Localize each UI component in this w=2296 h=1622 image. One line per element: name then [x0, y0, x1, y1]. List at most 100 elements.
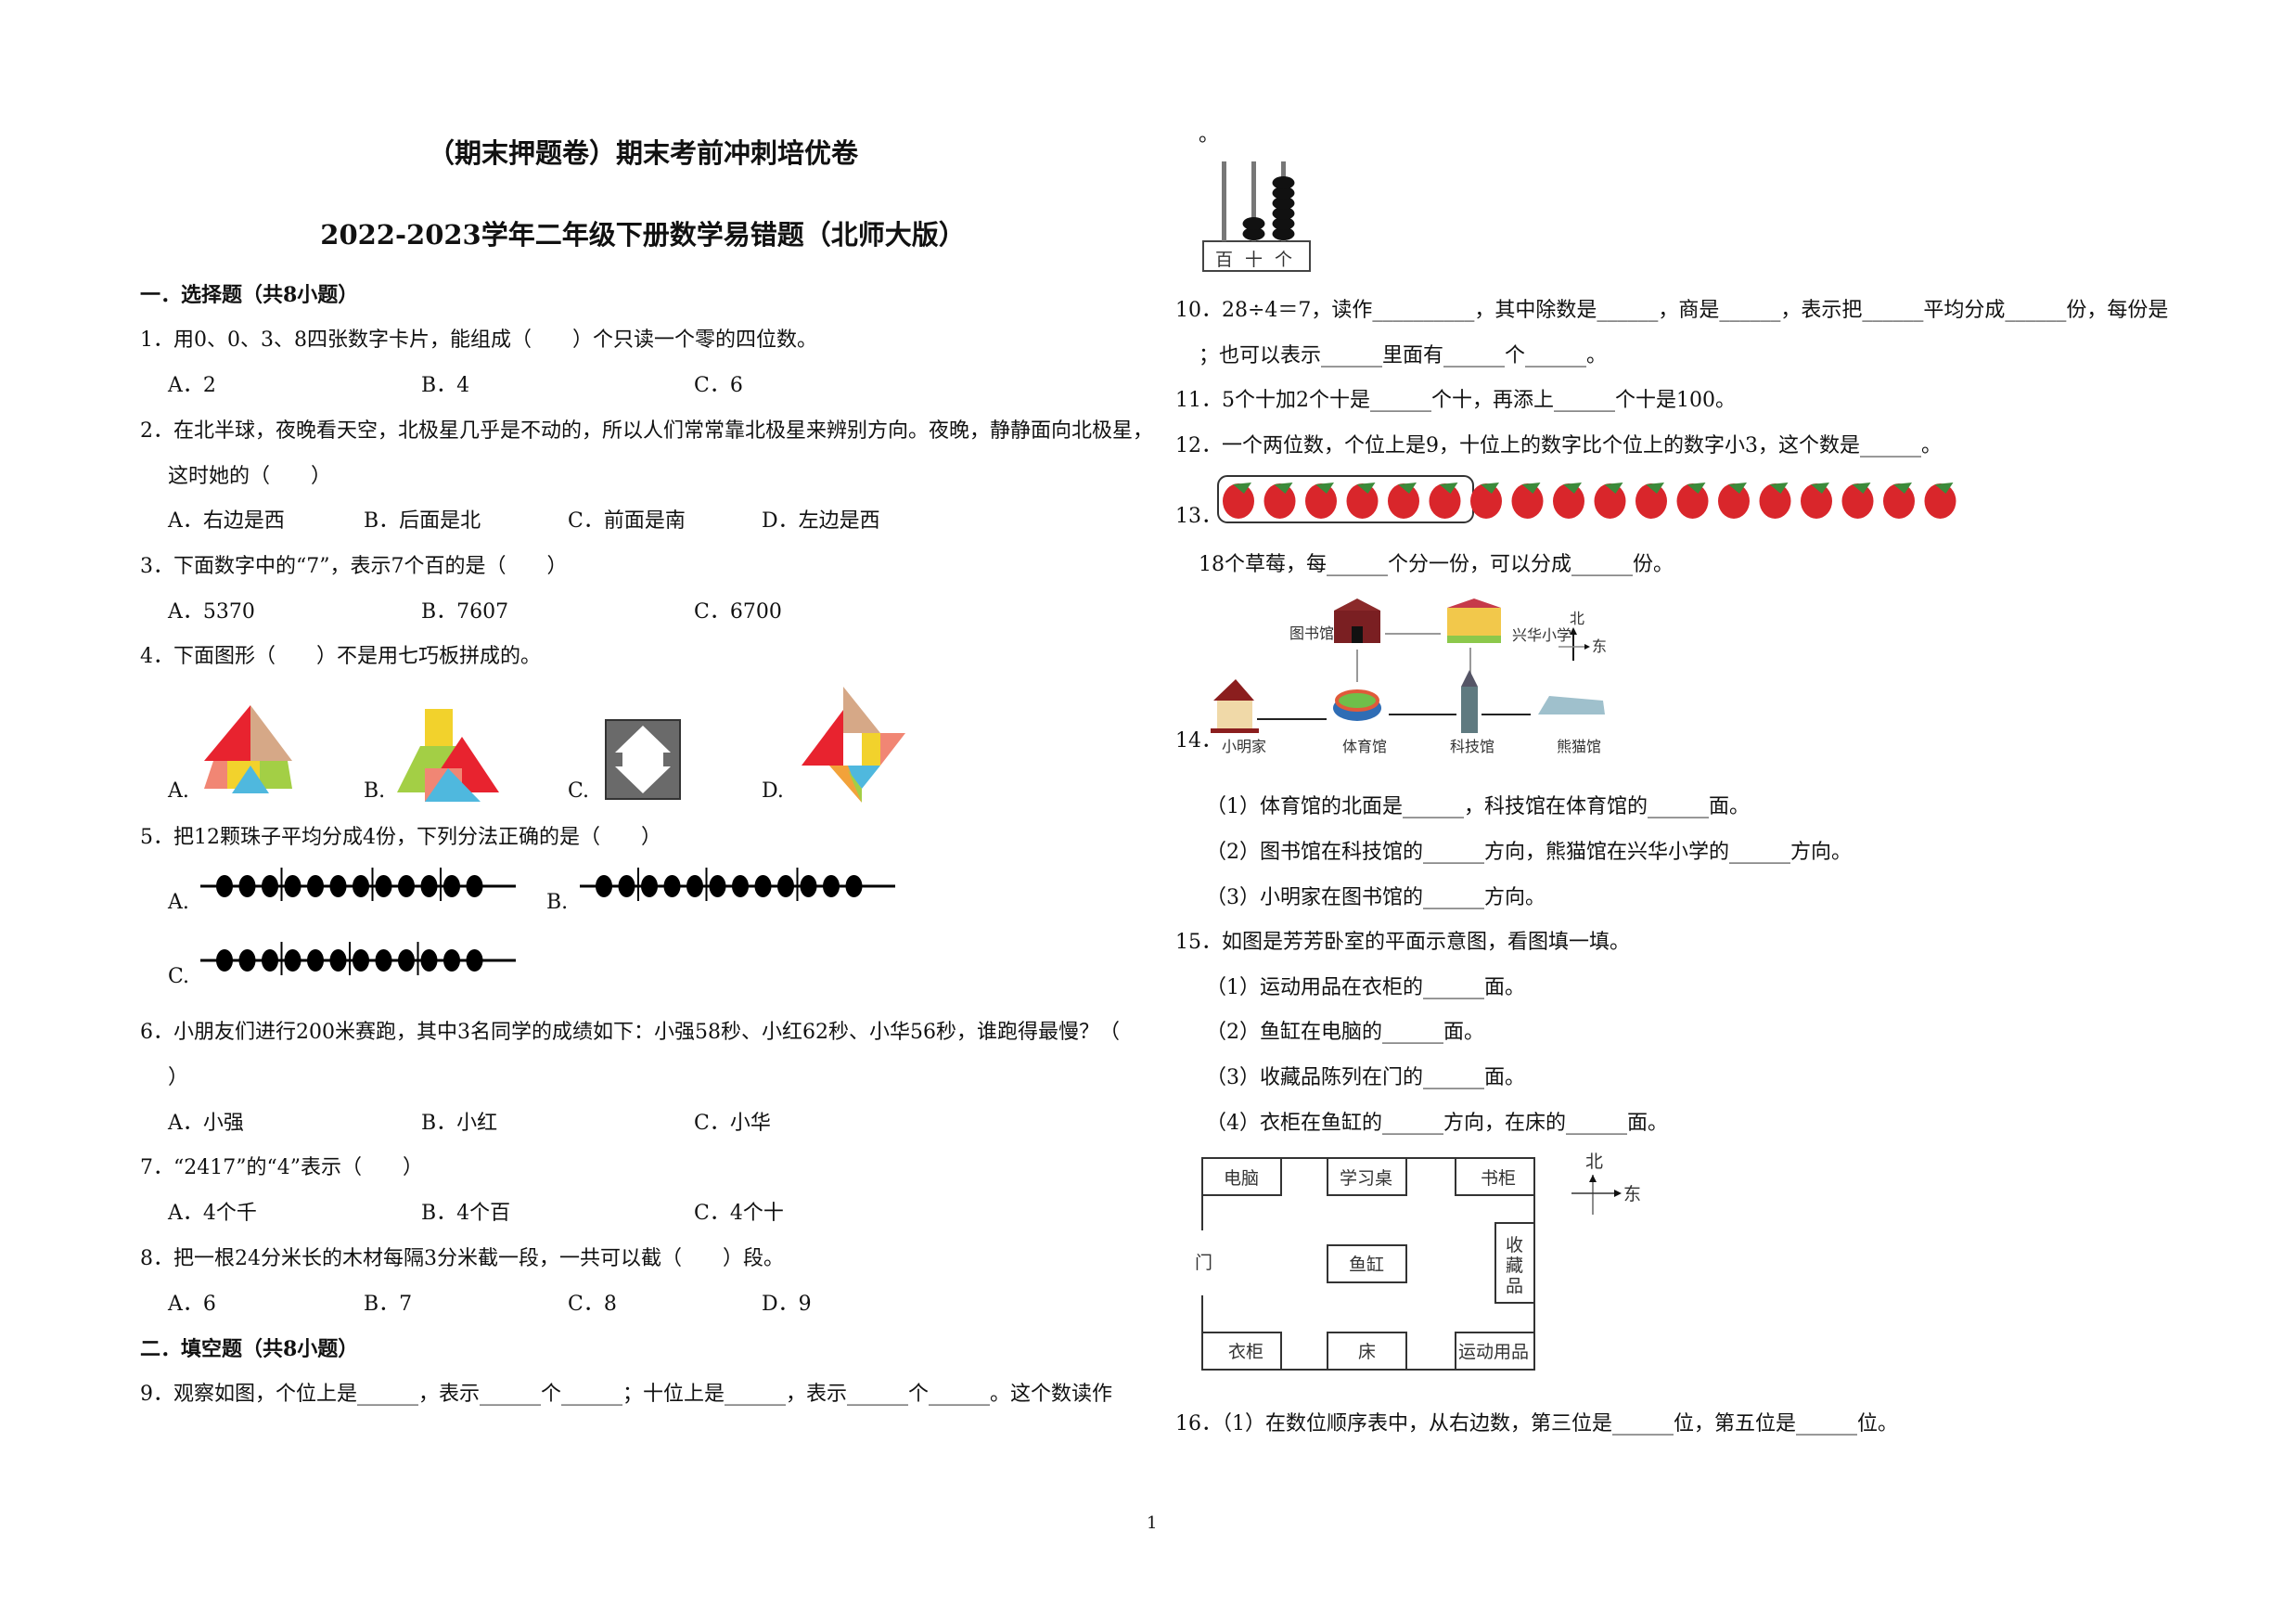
strawberry-icon	[1553, 483, 1584, 519]
abacus-bead	[1242, 227, 1265, 240]
q15-text: 15．如图是芳芳卧室的平面示意图，看图填一填。	[1175, 931, 1630, 954]
q6-option-b[interactable]: B．小红	[421, 1112, 498, 1135]
q4-option-c[interactable]: C.	[568, 779, 590, 803]
q4-option-d[interactable]: D.	[762, 779, 784, 803]
abacus-bead	[1272, 227, 1295, 240]
q9-text: 9．观察如图，个位上是______，表示______个______；十位上是__…	[140, 1383, 1112, 1406]
q7-option-a[interactable]: A．4个千	[168, 1202, 257, 1225]
q8-option-c[interactable]: C．8	[568, 1293, 617, 1316]
q8-option-b[interactable]: B．7	[364, 1293, 413, 1316]
bead	[443, 949, 460, 972]
abacus-bead	[1272, 217, 1295, 230]
bead-line-b	[580, 868, 895, 901]
abacus-label-ones: 个	[1275, 250, 1292, 270]
q8-option-a[interactable]: A．6	[168, 1293, 216, 1316]
q1-option-c[interactable]: C．6	[694, 374, 743, 397]
q8-option-d[interactable]: D．9	[762, 1293, 812, 1316]
bead	[353, 949, 369, 972]
compass-east: 东	[1623, 1184, 1641, 1204]
q2-option-d[interactable]: D．左边是西	[762, 509, 880, 533]
stadium-icon	[1333, 689, 1381, 721]
bead	[663, 875, 681, 897]
house-icon	[1211, 679, 1259, 733]
strawberry-icon	[1801, 483, 1832, 519]
strawberry-row	[1217, 475, 1956, 523]
bead	[777, 875, 794, 897]
place-stadium: 体育馆	[1342, 738, 1387, 755]
abacus: 百 十 个	[1202, 161, 1311, 272]
q3-text: 3．下面数字中的“7”，表示7个百的是（ ）	[140, 555, 568, 578]
bead	[375, 875, 392, 897]
q14-label: 14．	[1175, 729, 1222, 753]
bead	[398, 875, 415, 897]
room-wardrobe: 衣柜	[1228, 1342, 1263, 1362]
bead	[353, 875, 369, 897]
bead-line-a	[200, 868, 516, 901]
tangram-figure-d	[802, 687, 905, 803]
q1-option-a[interactable]: A．2	[168, 374, 216, 397]
q7-text: 7．“2417”的“4”表示（ ）	[140, 1156, 423, 1179]
strawberry-icon	[1924, 483, 1956, 519]
q3-option-c[interactable]: C．6700	[694, 600, 782, 624]
strawberry-icon	[1511, 483, 1544, 519]
abacus-bead	[1242, 217, 1265, 230]
q9-end: 。	[1199, 123, 1220, 147]
strawberry-icon	[1346, 483, 1379, 519]
q14-sub-3: （3）小明家在图书馆的______方向。	[1206, 886, 1546, 909]
place-home: 小明家	[1222, 738, 1266, 755]
q5-option-b[interactable]: B.	[546, 891, 569, 914]
q14-sub-1: （1）体育馆的北面是______，科技馆在体育馆的______面。	[1206, 795, 1750, 818]
bead	[398, 949, 415, 972]
q7-option-b[interactable]: B．4个百	[421, 1202, 511, 1225]
title-1: （期末押题卷）期末考前冲刺培优卷	[427, 137, 858, 169]
q2-option-c[interactable]: C．前面是南	[568, 509, 686, 533]
compass-east: 东	[1592, 637, 1607, 655]
room-bookshelf: 书柜	[1481, 1168, 1516, 1189]
strawberry-icon	[1305, 483, 1337, 519]
bead	[641, 875, 658, 897]
page-number: 1	[1147, 1513, 1158, 1533]
abacus-bead	[1272, 176, 1295, 189]
q3-option-b[interactable]: B．7607	[421, 600, 509, 624]
q15-sub-3: （3）收藏品陈列在门的______面。	[1206, 1066, 1525, 1089]
q4-option-b[interactable]: B.	[364, 779, 386, 803]
bead	[466, 875, 483, 897]
panda-house-icon	[1538, 696, 1605, 714]
q2-text-2: 这时她的（ ）	[168, 465, 332, 488]
q16-text: 16．（1）在数位顺序表中，从右边数，第三位是______位，第五位是_____…	[1175, 1412, 1898, 1435]
q2-option-a[interactable]: A．右边是西	[168, 509, 285, 533]
strawberry-icon	[1759, 483, 1791, 519]
strawberry-icon	[1676, 483, 1709, 519]
bead	[284, 875, 301, 897]
q13-text: 18个草莓，每______个分一份，可以分成______份。	[1199, 553, 1674, 576]
q1-option-b[interactable]: B．4	[421, 374, 470, 397]
room-collection-1: 收	[1506, 1235, 1523, 1255]
room-collection-2: 藏	[1506, 1255, 1523, 1276]
q5-option-c[interactable]: C.	[168, 965, 190, 988]
bead	[800, 875, 817, 897]
q7-option-c[interactable]: C．4个十	[694, 1202, 784, 1225]
bead	[420, 875, 438, 897]
tangram-figure-a	[204, 705, 292, 793]
q5-text: 5．把12颗珠子平均分成4份，下列分法正确的是（ ）	[140, 826, 661, 849]
abacus-bead	[1272, 207, 1295, 220]
strawberry-icon	[1594, 483, 1626, 519]
q5-option-a[interactable]: A.	[168, 891, 189, 914]
q4-text: 4．下面图形（ ）不是用七巧板拼成的。	[140, 645, 541, 668]
school-icon	[1447, 599, 1501, 643]
q14-sub-2: （2）图书馆在科技馆的______方向，熊猫馆在兴华小学的______方向。	[1206, 841, 1852, 864]
bead-line-c	[200, 942, 516, 975]
q3-option-a[interactable]: A．5370	[168, 600, 255, 624]
q1-text: 1．用0、0、3、8四张数字卡片，能组成（ ）个只读一个零的四位数。	[140, 328, 817, 352]
strawberry-icon	[1635, 483, 1667, 519]
q6-option-c[interactable]: C．小华	[694, 1112, 771, 1135]
bead	[823, 875, 840, 897]
q6-text: 6．小朋友们进行200米赛跑，其中3名同学的成绩如下：小强58秒、小红62秒、小…	[140, 1021, 1120, 1044]
bead	[732, 875, 749, 897]
bead	[329, 875, 347, 897]
q6-option-a[interactable]: A．小强	[168, 1112, 244, 1135]
strawberry-icon	[1263, 483, 1296, 519]
q4-option-a[interactable]: A.	[168, 779, 189, 803]
bead	[238, 949, 256, 972]
q2-option-b[interactable]: B．后面是北	[364, 509, 481, 533]
